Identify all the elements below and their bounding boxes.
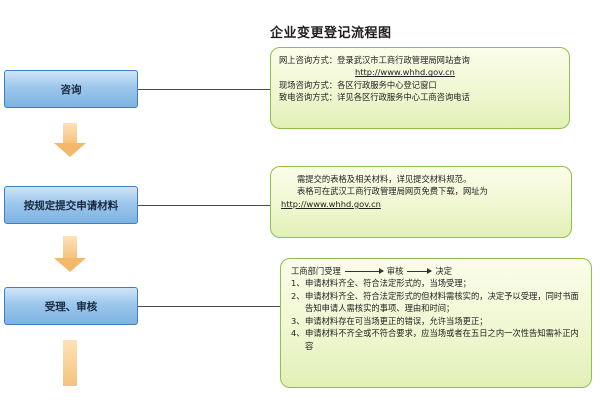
step-accept-review-label: 受理、审核: [44, 300, 98, 313]
right-arrow-icon: [407, 267, 433, 274]
connector-line: [138, 306, 280, 307]
onsite-consult-text: 各区行政服务中心登记窗口: [337, 79, 437, 90]
review-item: 2、 申请材料齐全、符合法定形式的但材料需核实的，决定予以受理，同时书面告知申请…: [291, 290, 581, 315]
phone-consult-label: 致电咨询方式：: [279, 92, 338, 103]
review-item: 4、 申请材料不齐全或不符合要求，应当场或者在五日之内一次性告知需补正内容: [291, 327, 581, 352]
submit-website-link[interactable]: http://www.whhd.gov.cn: [281, 198, 381, 209]
review-item-text: 申请材料存在可当场更正的错误，允许当场更正；: [305, 315, 488, 326]
phone-consult-text: 详见各区行政服务中心工商咨询电话: [337, 92, 470, 103]
onsite-consult-line: 现场咨询方式：各区行政服务中心登记窗口: [279, 79, 561, 91]
online-consult-label: 网上咨询方式：: [279, 55, 338, 65]
review-item-number: 4、: [291, 328, 305, 339]
review-item: 3、 申请材料存在可当场更正的错误，允许当场更正；: [291, 315, 581, 327]
connector-line: [138, 205, 270, 206]
consult-website-link[interactable]: http://www.whhd.gov.cn: [355, 67, 455, 78]
flow-step-review: 审核: [386, 266, 404, 276]
consult-info-box: 网上咨询方式：登录武汉市工商行政管理局网站查询 http://www.whhd.…: [270, 47, 570, 129]
submit-url-line: http://www.whhd.gov.cn: [281, 198, 561, 210]
onsite-consult-label: 现场咨询方式：: [279, 79, 338, 90]
down-arrow-icon: [54, 123, 86, 157]
page-title: 企业变更登记流程图: [270, 26, 392, 41]
down-arrow-icon: [54, 340, 86, 386]
step-submit-materials: 按规定提交申请材料: [4, 186, 138, 224]
phone-consult-line: 致电咨询方式：详见各区行政服务中心工商咨询电话: [279, 91, 561, 103]
consult-url-line: http://www.whhd.gov.cn: [279, 66, 561, 78]
step-submit-materials-label: 按规定提交申请材料: [23, 199, 119, 212]
review-item-text: 申请材料齐全、符合法定形式的但材料需核实的，决定予以受理，同时书面告知申请人需核…: [305, 290, 579, 314]
flow-step-accept: 工商部门受理: [291, 266, 341, 276]
step-accept-review: 受理、审核: [4, 287, 138, 325]
step-consult-label: 咨询: [60, 83, 82, 96]
review-info-box: 工商部门受理 审核 决定 1、 申请材料齐全、符合法定形式的，当场受理； 2、 …: [280, 258, 592, 388]
review-item-text: 申请材料不齐全或不符合要求，应当场或者在五日之内一次性告知需补正内容: [305, 328, 579, 351]
down-arrow-icon: [54, 236, 86, 272]
review-item-number: 3、: [291, 315, 305, 326]
right-arrow-icon: [344, 267, 384, 274]
flow-step-decide: 决定: [435, 266, 453, 276]
review-item: 1、 申请材料齐全、符合法定形式的，当场受理；: [291, 277, 581, 289]
online-consult-line: 网上咨询方式：登录武汉市工商行政管理局网站查询: [279, 54, 561, 66]
review-item-number: 2、: [291, 290, 305, 301]
step-consult: 咨询: [4, 70, 138, 108]
review-item-number: 1、: [291, 278, 305, 289]
submit-info-line1: 需提交的表格及相关材料，详见提交材料规范。: [297, 174, 472, 184]
submit-info-line2: 表格可在武汉工商行政管理局网页免费下载，网址为: [297, 186, 488, 197]
online-consult-text: 登录武汉市工商行政管理局网站查询: [337, 55, 470, 65]
connector-line: [138, 89, 270, 90]
review-flow: 工商部门受理 审核 决定: [291, 265, 581, 277]
submit-info-box: 需提交的表格及相关材料，详见提交材料规范。 表格可在武汉工商行政管理局网页免费下…: [270, 166, 572, 238]
review-item-text: 申请材料齐全、符合法定形式的，当场受理；: [305, 278, 471, 289]
